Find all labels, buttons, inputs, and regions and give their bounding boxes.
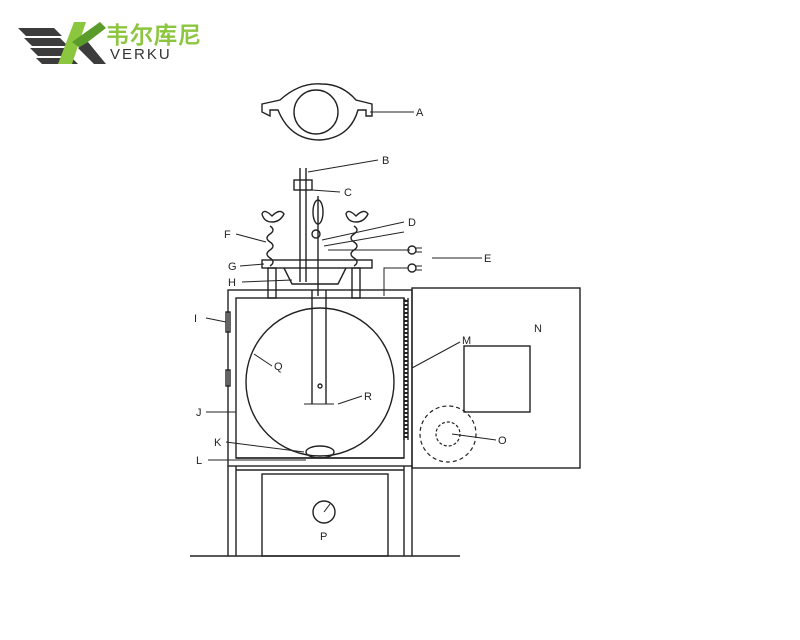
part-n-control-box	[411, 287, 581, 469]
label-o: O	[498, 435, 507, 447]
label-h: H	[228, 277, 236, 289]
part-e-plugs	[328, 245, 482, 296]
part-p-base-gauge	[236, 469, 404, 557]
brand-name-en: VERKU	[110, 46, 172, 63]
logo-mark-k	[72, 22, 106, 48]
label-f: F	[224, 229, 231, 241]
label-e: E	[484, 253, 491, 265]
part-m-heater	[403, 298, 461, 440]
label-r: R	[364, 391, 372, 403]
label-i: I	[194, 313, 197, 325]
brand-name-cn: 韦尔库尼	[106, 22, 202, 48]
label-p: P	[320, 531, 327, 543]
part-a-clamp-ring	[261, 83, 414, 141]
label-a: A	[416, 107, 424, 119]
label-c: C	[344, 187, 352, 199]
label-b: B	[382, 155, 389, 167]
label-g: G	[228, 261, 237, 273]
logo-mark-k-leg	[78, 42, 106, 64]
part-o-fan	[419, 405, 497, 463]
label-q: Q	[274, 361, 283, 373]
label-j: J	[196, 407, 202, 419]
label-m: M	[462, 335, 471, 347]
part-f-wing-bolts	[235, 210, 369, 267]
label-d: D	[408, 217, 416, 229]
label-k: K	[214, 437, 222, 449]
part-b-c-tube-assembly	[293, 159, 405, 296]
part-q-sphere	[208, 290, 404, 461]
label-n: N	[534, 323, 542, 335]
logo-stripes	[18, 28, 78, 64]
label-l: L	[196, 455, 202, 467]
brand-logo	[18, 22, 106, 64]
logo-mark-v	[58, 22, 86, 64]
part-j-housing	[190, 289, 460, 557]
